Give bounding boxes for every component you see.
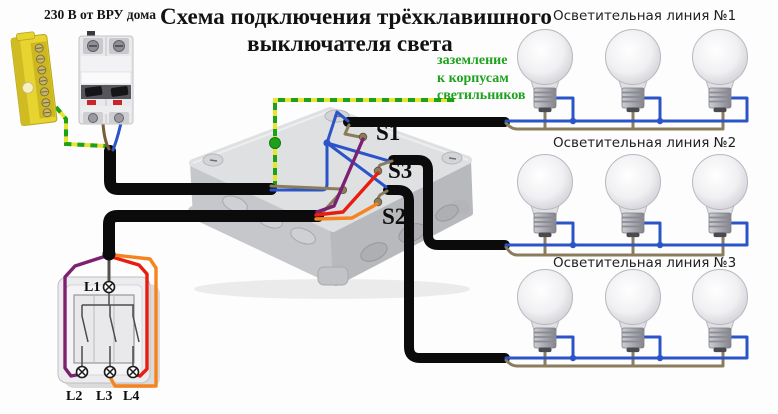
breaker-toggle-lever[interactable] — [84, 86, 103, 97]
light-bulb — [516, 153, 574, 238]
switch-terminal-label-l3: L3 — [96, 389, 113, 404]
switch-terminal-label-l1: L1 — [84, 280, 101, 295]
diagram-title-line1: Схема подключения трёхклавишного — [160, 4, 552, 29]
ground-terminal-block — [10, 31, 58, 127]
grounding-note-line3: светильников — [437, 88, 526, 103]
line3-cable — [383, 185, 510, 363]
line1-phase-bus — [504, 104, 725, 131]
terminal-screw — [114, 113, 124, 123]
red-wire-l4 — [110, 255, 149, 378]
ground-wire-block-to-cable-dashes — [54, 105, 107, 148]
lamp-row-wires — [504, 96, 749, 368]
breaker-status-indicator — [113, 100, 122, 105]
lighting-line-2-label: Осветительная линия №2 — [553, 135, 737, 151]
neutral-bus-dots — [569, 117, 664, 362]
breaker-toggle-lever[interactable] — [110, 86, 129, 97]
mounting-hole — [21, 81, 34, 94]
line2-neutral-bus — [504, 221, 749, 247]
orange-wire-l3 — [108, 253, 158, 388]
switch-cable-end-cap — [102, 247, 116, 261]
switch-wires — [63, 253, 158, 388]
light-bulb — [691, 28, 749, 113]
junction-box-front-foot — [317, 266, 349, 286]
line3-phase-bus — [504, 343, 725, 368]
junction-box-shadow — [194, 279, 470, 299]
line2-cable — [388, 155, 510, 250]
lighting-line-1-bulbs — [516, 28, 749, 113]
lighting-line-3-label: Осветительная линия №3 — [553, 255, 737, 271]
diagram-title-line2: выключателя света — [247, 31, 453, 56]
breaker-phase-wire — [101, 121, 111, 151]
line2-phase-bus — [504, 229, 725, 257]
light-bulb — [691, 153, 749, 238]
breaker-output-wires — [101, 121, 123, 152]
purple-wire-l2 — [63, 254, 108, 378]
breaker-label-window — [80, 71, 132, 85]
grounding-note-line1: заземление — [437, 53, 508, 68]
breaker-lower-face — [81, 106, 131, 114]
supply-cable — [104, 145, 277, 195]
grounding-note-line2: к корпусам — [437, 70, 509, 86]
circuit-breaker — [78, 31, 134, 125]
cables — [103, 117, 510, 363]
ground-wires — [54, 98, 455, 188]
switch-rocker-area — [73, 294, 135, 364]
light-bulb — [604, 153, 662, 238]
rocker-dividers — [93, 295, 115, 363]
lighting-line-1-label: Осветительная линия №1 — [553, 8, 737, 24]
junction-terminal-label-s2: S2 — [382, 204, 407, 229]
breaker-upper-face — [81, 56, 131, 72]
three-gang-switch — [57, 276, 160, 388]
phase-supply-wire — [269, 184, 342, 191]
switch-terminal-label-l4: L4 — [123, 389, 140, 404]
switch-schematic — [81, 292, 140, 366]
ground-wire-to-lamps-dashes — [273, 98, 455, 188]
line1-neutral-bus — [504, 96, 749, 123]
orange-wire-to-s2 — [314, 202, 379, 221]
switch-screw-terminals — [75, 280, 140, 379]
switch-cable — [103, 210, 324, 260]
breaker-neutral-wire — [111, 121, 123, 152]
neutral-hub-dot — [323, 139, 331, 147]
terminal-screws — [34, 43, 52, 118]
light-bulb — [604, 28, 662, 113]
diagram-title: Схема подключения трёхклавишного выключа… — [160, 3, 552, 57]
light-bulb — [516, 268, 574, 353]
grounding-note: заземление к корпусам светильников — [437, 52, 525, 105]
ground-junction-dot — [269, 137, 281, 149]
lighting-line-2-bulbs — [516, 153, 749, 238]
s1-pigtail — [343, 123, 362, 139]
lighting-line-3-bulbs — [516, 268, 749, 353]
neutral-to-line3 — [325, 141, 388, 189]
switch-terminal-label-l2: L2 — [66, 389, 83, 404]
switch-return-wires — [314, 137, 380, 221]
light-bulb — [691, 268, 749, 353]
line3-neutral-bus — [504, 335, 749, 360]
light-bulb — [604, 268, 662, 353]
red-wire-to-s3 — [314, 171, 380, 217]
junction-terminal-label-s3: S3 — [388, 158, 413, 183]
breaker-status-indicator — [87, 100, 96, 105]
junction-terminal-label-s1: S1 — [376, 120, 401, 145]
supply-source-label: 230 В от ВРУ дома — [44, 7, 156, 22]
terminal-screw — [88, 113, 98, 123]
purple-wire-to-s1 — [315, 137, 365, 214]
neutral-to-line1 — [325, 110, 350, 145]
breaker-din-tab — [87, 31, 95, 38]
